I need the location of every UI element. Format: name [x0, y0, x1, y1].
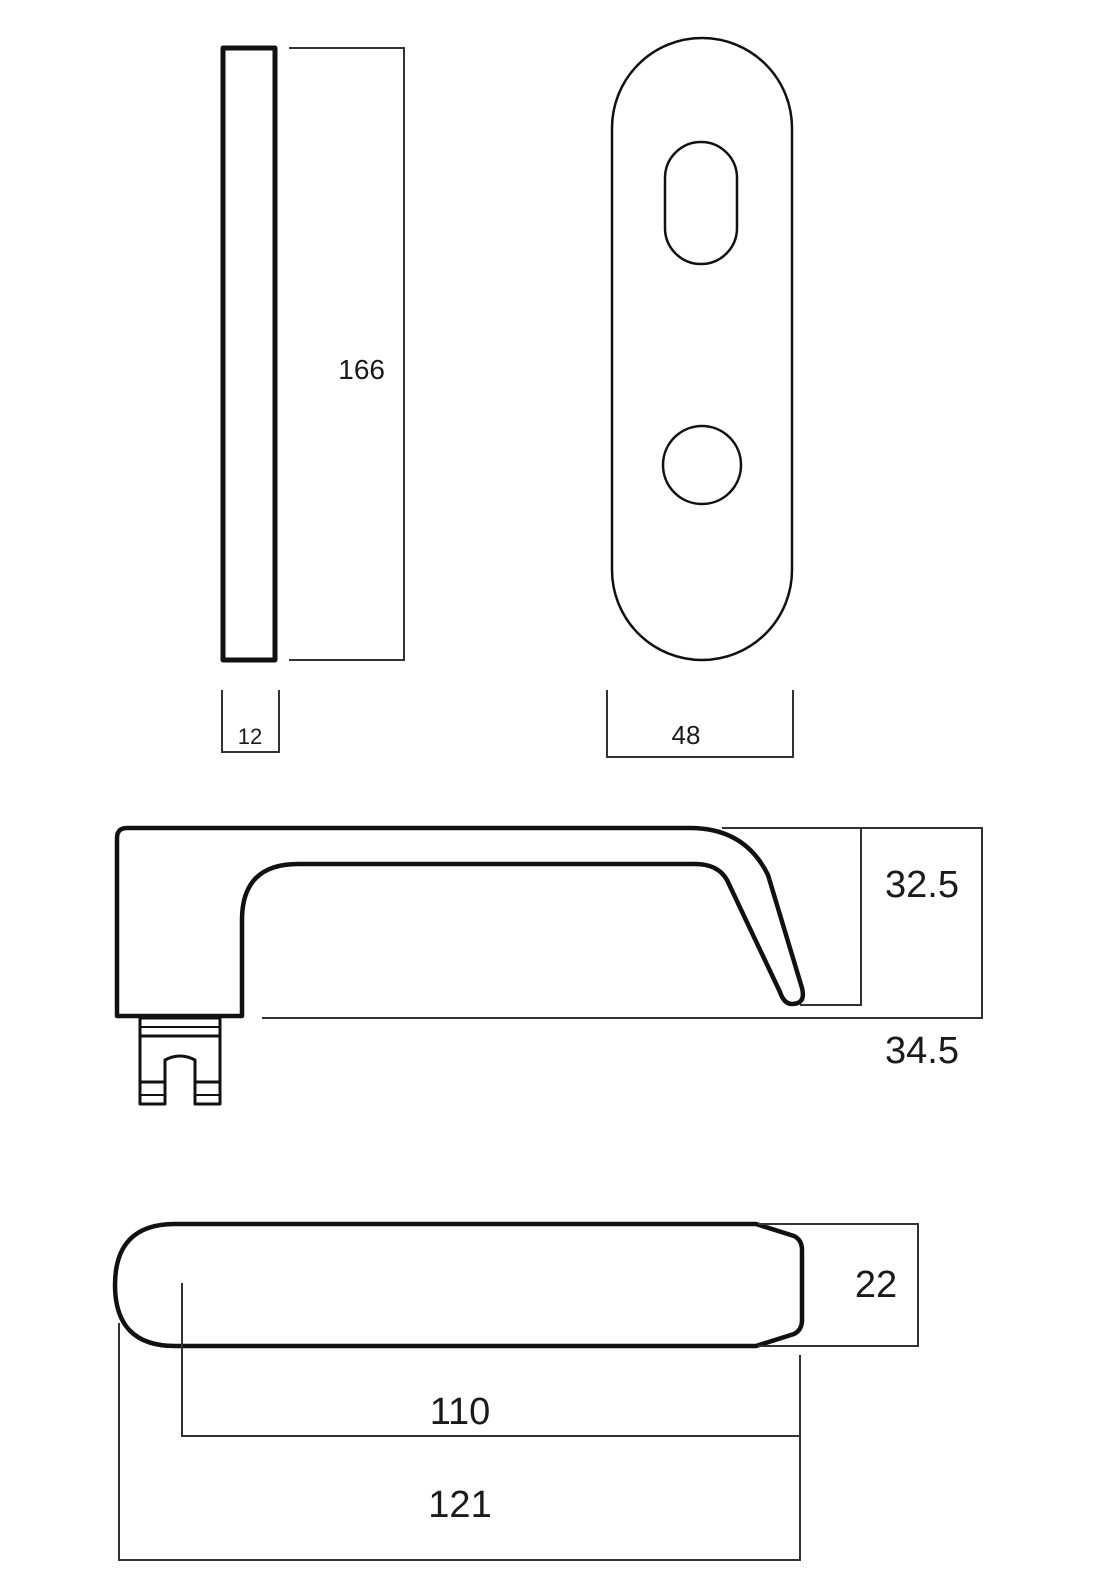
dim-line-plate-height [289, 47, 405, 661]
spindle-connector [138, 1016, 222, 1106]
dim-label-lever-length-total: 121 [428, 1484, 491, 1526]
dim-line-lever-height-inner [722, 827, 862, 1006]
dim-line-lever-thickness [758, 1223, 919, 1347]
plate-front-outline [610, 36, 794, 662]
dim-label-plate-height: 166 [338, 354, 385, 385]
dim-line-lever-length-total [118, 1323, 801, 1561]
lever-top-view: 22 110 121 [112, 1221, 919, 1561]
dim-line-lever-length-inner [181, 1283, 801, 1437]
dim-label-lever-height-inner: 32.5 [885, 864, 959, 906]
key-slot-hole [663, 140, 739, 266]
plate-side-outline [220, 45, 278, 663]
dim-label-plate-width: 48 [672, 720, 701, 750]
dim-label-lever-length-inner: 110 [430, 1391, 491, 1433]
dim-line-plate-thickness [221, 690, 280, 753]
plate-side-view: 166 12 [220, 45, 405, 753]
dim-label-plate-thickness: 12 [238, 724, 262, 749]
lever-top-outline [112, 1221, 805, 1349]
spindle-hole [661, 424, 743, 506]
plate-front-view: 48 [606, 36, 794, 758]
dim-label-lever-thickness: 22 [855, 1264, 897, 1306]
lever-side-outline [114, 825, 806, 1019]
dim-line-lever-height-total [262, 827, 983, 1019]
lever-side-view: 32.5 34.5 [114, 825, 983, 1106]
dim-label-lever-height-total: 34.5 [885, 1030, 959, 1072]
dim-line-plate-width [606, 690, 794, 758]
